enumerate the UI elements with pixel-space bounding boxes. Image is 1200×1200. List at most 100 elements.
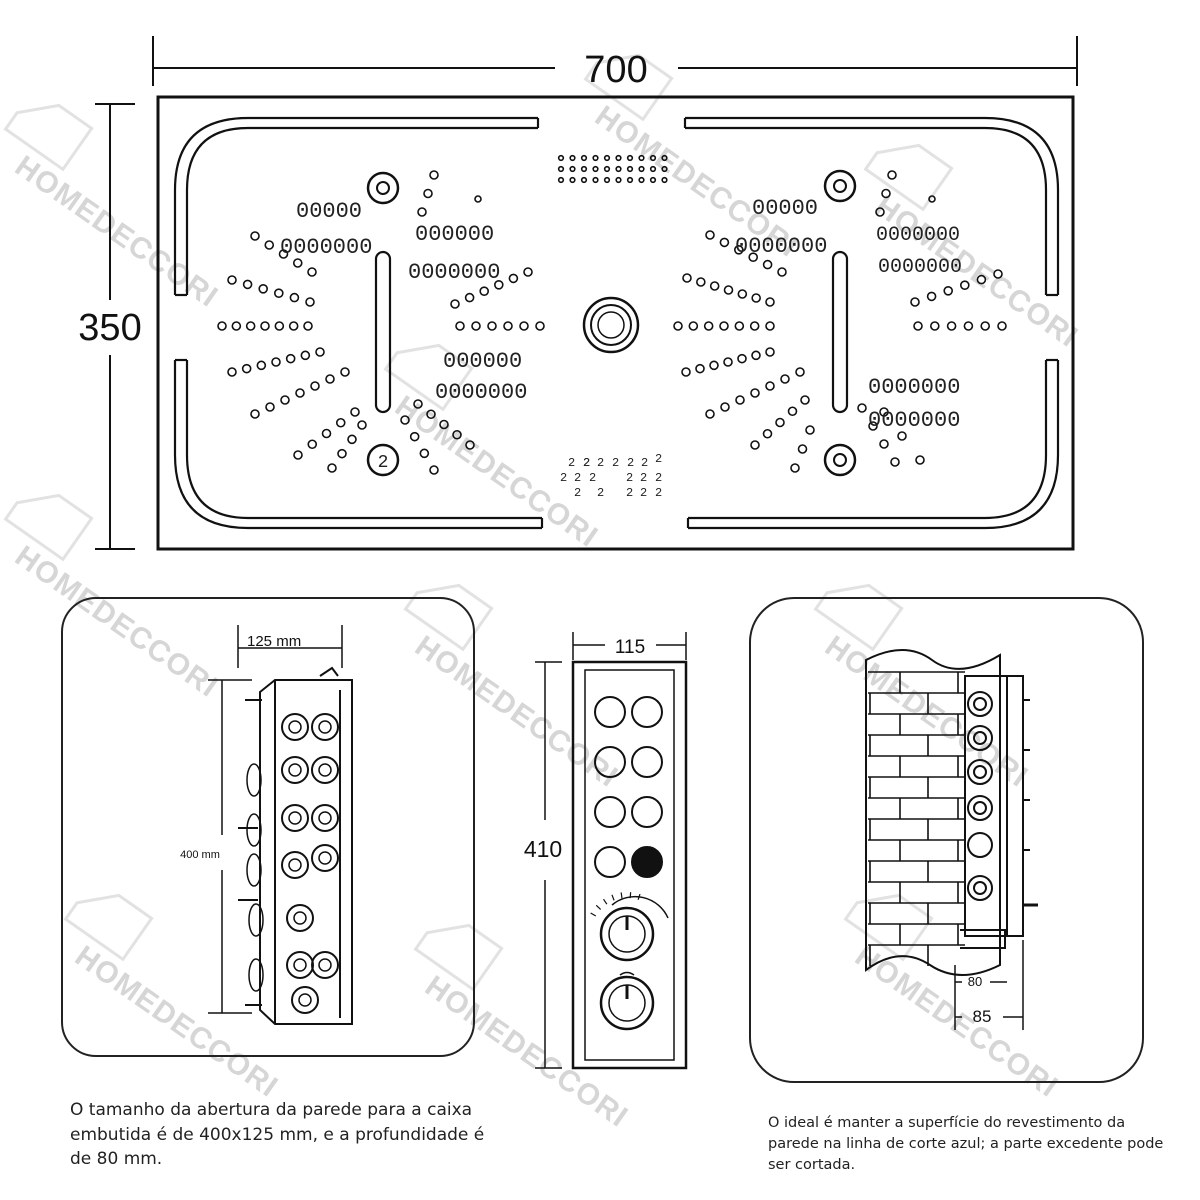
nozzle-dot	[340, 367, 350, 377]
control-width-label: 115	[615, 637, 645, 658]
nozzle-dot	[695, 363, 705, 374]
nozzle-dot	[315, 347, 325, 357]
grille-dot	[626, 165, 634, 173]
grille-dot	[557, 165, 565, 173]
function-button-7[interactable]	[594, 846, 626, 878]
nozzle-dot	[227, 367, 237, 377]
wall-valve-core	[973, 881, 987, 895]
wall-surface-caption: O ideal é manter a superfície do revesti…	[768, 1115, 1164, 1174]
nozzle-dot	[928, 195, 936, 203]
nozzle-dot	[696, 277, 706, 287]
embedded-box-detail: 125 mm 400 mm	[61, 597, 475, 1057]
nozzle-dot	[777, 267, 787, 277]
mist-mark: 2	[589, 471, 596, 485]
wall-valve-core	[973, 765, 987, 779]
wall-valve	[967, 691, 993, 717]
nozzle-dot	[963, 321, 974, 331]
nozzle-dot	[926, 291, 937, 302]
grille-dot	[580, 154, 588, 162]
valve-cartridges	[246, 713, 339, 1014]
nozzle-dot	[419, 448, 430, 459]
nozzle-dot	[946, 321, 957, 331]
nozzle-dot	[751, 293, 761, 303]
nozzle-row: 000000	[443, 349, 522, 374]
nozzle-dot	[310, 381, 320, 391]
nozzle-row: 0000000	[435, 380, 527, 405]
grille-dot	[649, 154, 657, 162]
nozzle-dot	[762, 259, 773, 270]
mist-mark: 2	[655, 471, 662, 485]
nozzle-dot	[879, 439, 889, 449]
function-button-2[interactable]	[631, 696, 663, 728]
nozzle-dot	[751, 350, 761, 361]
nozzle-dot	[280, 395, 290, 405]
nozzle-dot	[288, 321, 299, 331]
valve-core	[298, 993, 312, 1007]
valve-cartridge	[311, 804, 339, 832]
valve-core	[318, 720, 332, 734]
temperature-knob[interactable]	[599, 895, 669, 962]
nozzle-dot	[271, 357, 281, 367]
grille-dot	[615, 176, 622, 184]
grille-dot	[569, 165, 576, 173]
flow-knob[interactable]	[599, 971, 655, 1031]
nozzle-dot	[910, 297, 920, 307]
nozzle-dot	[293, 450, 303, 460]
svg-text:HOMEDECCORI: HOMEDECCORI	[9, 540, 224, 704]
mist-mark: 2	[574, 486, 581, 500]
nozzle-dot	[260, 321, 270, 331]
nozzle-dot	[875, 207, 885, 217]
nozzle-dot	[879, 407, 889, 417]
nozzle-dot	[765, 321, 775, 331]
nozzle-dot	[250, 231, 260, 241]
valve-core	[318, 958, 332, 972]
nozzle-row: 00000	[296, 199, 362, 224]
nozzle-dot	[325, 374, 335, 384]
mist-mark: 2	[655, 486, 662, 500]
mist-mark: 2	[626, 486, 633, 500]
valve-core	[293, 911, 307, 925]
wall-valve	[967, 875, 993, 901]
grille-dot	[603, 176, 611, 184]
mist-mark: 2	[583, 456, 590, 470]
grille-dot	[603, 154, 611, 162]
nozzle-dot	[264, 240, 275, 250]
nozzle-dot	[258, 283, 269, 294]
grille-dot	[638, 165, 645, 173]
nozzle-row: 0000000	[408, 260, 500, 285]
nozzle-dot	[357, 420, 367, 430]
function-button-4[interactable]	[631, 746, 663, 778]
nozzle-dot	[737, 289, 748, 299]
grille-dot	[603, 165, 611, 173]
nozzle-dot	[705, 409, 715, 419]
nozzle-dot	[242, 279, 253, 290]
function-button-5[interactable]	[594, 796, 626, 828]
valve-core	[288, 720, 302, 734]
nozzle-dot	[245, 321, 256, 331]
grille-dot	[592, 165, 599, 173]
mist-mark: 2	[641, 456, 648, 470]
nozzle-dot	[474, 195, 482, 203]
grille-dot	[569, 154, 576, 162]
control-height-label: 410	[524, 836, 562, 862]
function-button-3[interactable]	[594, 746, 626, 778]
nozzle-dot	[787, 406, 798, 417]
nozzle-dot	[703, 321, 714, 331]
knob-tick	[590, 912, 597, 917]
nozzle-dot	[429, 170, 439, 180]
width-dimension	[152, 36, 1078, 86]
width-label: 700	[584, 49, 647, 91]
function-button-6[interactable]	[631, 796, 663, 828]
grille-dot	[626, 176, 634, 184]
led-strip-frame	[173, 116, 1060, 530]
power-button[interactable]	[631, 846, 663, 878]
valve-cartridge	[311, 844, 339, 872]
knob-tick	[595, 904, 602, 910]
function-button-1[interactable]	[594, 696, 626, 728]
nozzle-dot	[868, 421, 878, 431]
nozzle-dot	[335, 417, 346, 428]
nozzle-row: 0000000	[868, 375, 960, 400]
grille-dot	[649, 165, 657, 173]
